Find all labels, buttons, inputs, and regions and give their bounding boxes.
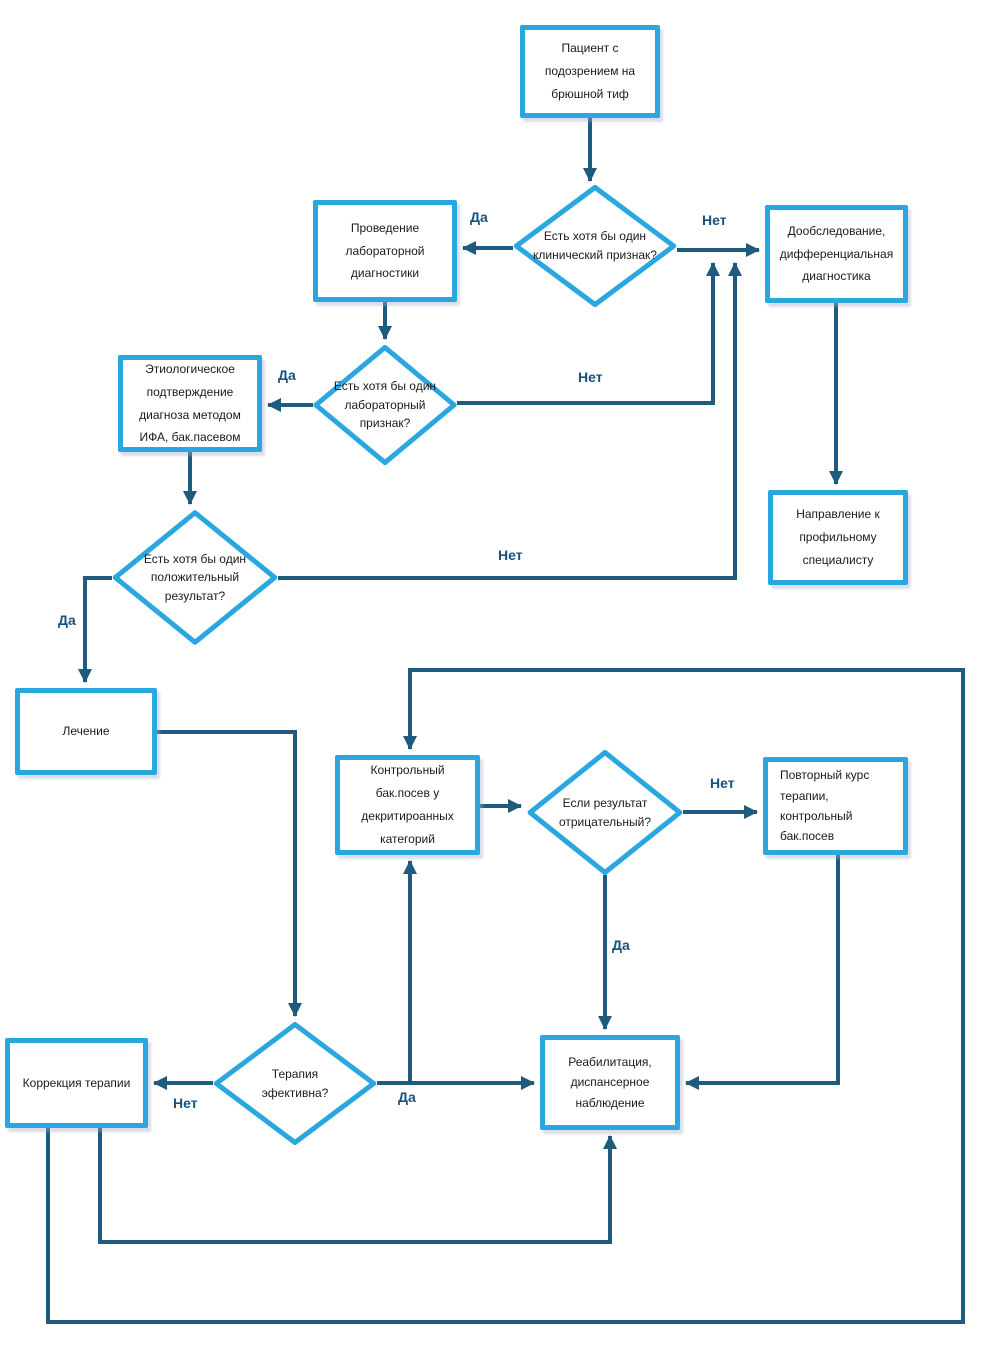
node-rehabilitation-label: Реабилитация, диспансерное наблюдение [568, 1054, 652, 1110]
edge-lab-no-up-to-reexam-line [457, 262, 720, 405]
decision-lab-sign-label: Есть хотя бы один лабораторный признак? [333, 379, 437, 431]
node-lab-diagnostics: Проведение лабораторной диагностики [313, 200, 457, 302]
edge-positive-no-up-to-reexam-line [278, 262, 742, 580]
diamond-shape [313, 345, 457, 465]
node-specialist-referral-label: Направление к профильному специалисту [796, 507, 880, 567]
diamond-shape [527, 750, 683, 875]
edge-label-negative-yes: Да [612, 937, 630, 953]
diamond-shape [513, 185, 677, 307]
node-etiologic-confirmation: Этиологическое подтверждение диагноза ме… [118, 355, 262, 452]
node-control-culture-label: Контрольный бак.посев у декритироанных к… [361, 763, 454, 846]
node-specialist-referral: Направление к профильному специалисту [768, 490, 908, 585]
node-therapy-correction-label: Коррекция терапии [22, 1075, 131, 1090]
decision-positive-result-label: Есть хотя бы один положительный результа… [143, 551, 247, 603]
diamond-shape [213, 1022, 377, 1145]
edge-correction-loop-to-control [46, 668, 965, 1324]
node-lab-diagnostics-label: Проведение лабораторной диагностики [345, 220, 425, 281]
decision-therapy-effective-label: Терапия эфективна? [261, 1066, 329, 1100]
node-treatment: Лечение [15, 688, 157, 775]
node-repeat-therapy: Повторный курс терапии, контрольный бак.… [763, 757, 908, 855]
edge-label-lab-no: Нет [578, 369, 603, 385]
decision-clinical-sign-label: Есть хотя бы один клинический признак? [533, 229, 657, 262]
decision-therapy-effective: Терапия эфективна? [213, 1022, 377, 1145]
edge-correction-loop-to-rehab [98, 1128, 617, 1244]
edge-label-negative-no: Нет [710, 775, 735, 791]
node-rehabilitation: Реабилитация, диспансерное наблюдение [540, 1035, 680, 1130]
node-patient-label: Пациент с подозрением на брюшной тиф [544, 41, 636, 101]
decision-clinical-sign: Есть хотя бы один клинический признак? [513, 185, 677, 307]
node-treatment-label: Лечение [62, 724, 110, 739]
decision-negative-result: Если результат отрицательный? [527, 750, 683, 875]
node-patient: Пациент с подозрением на брюшной тиф [520, 25, 660, 118]
edge-label-lab-yes: Да [278, 367, 296, 383]
node-etiologic-confirmation-label: Этиологическое подтверждение диагноза ме… [139, 361, 241, 445]
edge-label-effective-yes: Да [398, 1089, 416, 1105]
edge-treatment-to-effective-check [157, 730, 302, 1017]
decision-negative-result-label: Если результат отрицательный? [558, 795, 652, 829]
node-therapy-correction: Коррекция терапии [5, 1038, 148, 1128]
node-control-culture: Контрольный бак.посев у декритироанных к… [335, 755, 480, 855]
edge-label-positive-yes: Да [58, 612, 76, 628]
edge-label-effective-no: Нет [173, 1095, 198, 1111]
node-reexamination: Дообследование, дифференциальная диагнос… [765, 205, 908, 303]
node-repeat-therapy-label: Повторный курс терапии, контрольный бак.… [780, 768, 870, 844]
edge-repeat-to-rehab [685, 855, 840, 1090]
decision-lab-sign: Есть хотя бы один лабораторный признак? [313, 345, 457, 465]
edge-label-positive-no: Нет [498, 547, 523, 563]
node-reexamination-label: Дообследование, дифференциальная диагнос… [779, 223, 894, 284]
edge-positive-yes-to-treatment [78, 576, 112, 683]
edge-label-clinical-no: Нет [702, 212, 727, 228]
diamond-shape [112, 510, 278, 645]
edge-label-clinical-yes: Да [470, 209, 488, 225]
decision-positive-result: Есть хотя бы один положительный результа… [112, 510, 278, 645]
